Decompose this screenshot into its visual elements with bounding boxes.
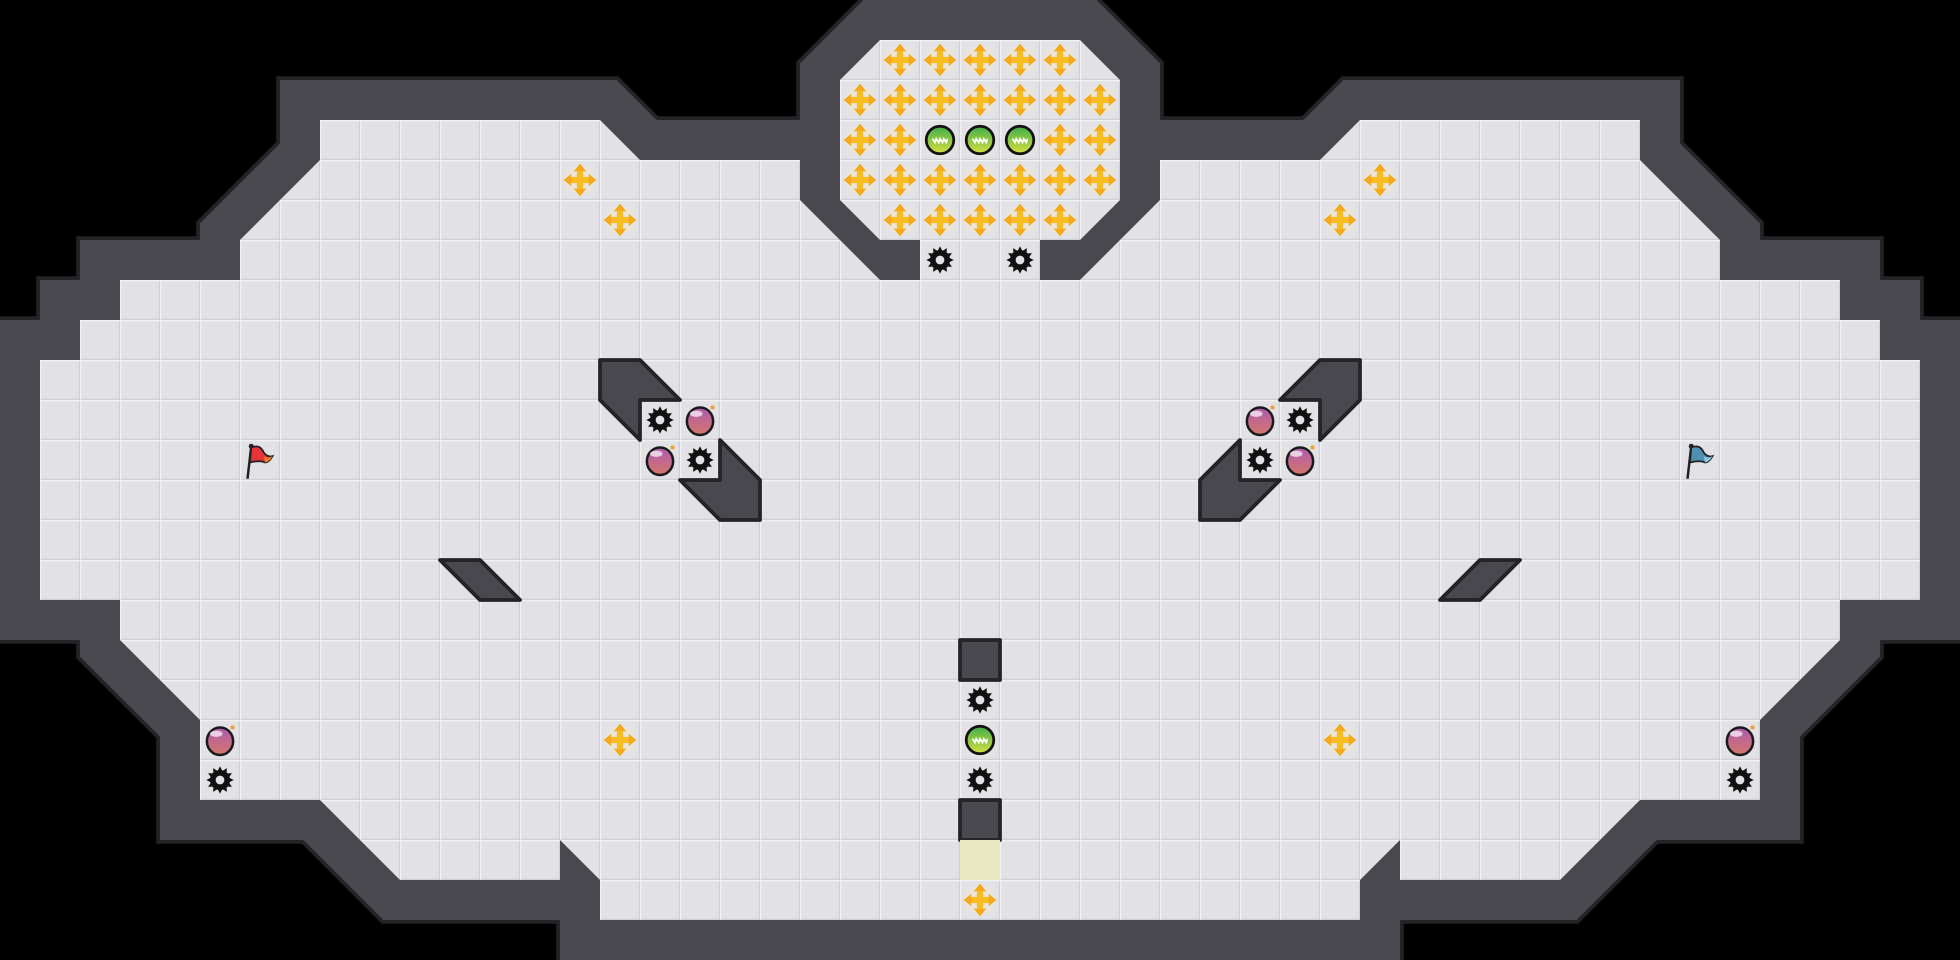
wall-block xyxy=(1278,358,1362,442)
powerup-ball-icon xyxy=(924,124,956,156)
wall-block xyxy=(958,798,1002,842)
inner-walls xyxy=(438,358,1522,880)
floor-area xyxy=(40,40,1920,920)
wall-block xyxy=(958,638,1002,682)
wall-block xyxy=(678,438,762,522)
wall-block xyxy=(1438,558,1522,602)
wall-block xyxy=(598,358,682,442)
powerup-ball-icon xyxy=(1004,124,1036,156)
wall-block xyxy=(438,558,522,602)
floor xyxy=(40,40,1920,920)
powerup-ball-icon xyxy=(964,724,996,756)
marker-tile xyxy=(960,840,1000,880)
wall-block xyxy=(1198,438,1282,522)
powerup-ball-icon xyxy=(964,124,996,156)
